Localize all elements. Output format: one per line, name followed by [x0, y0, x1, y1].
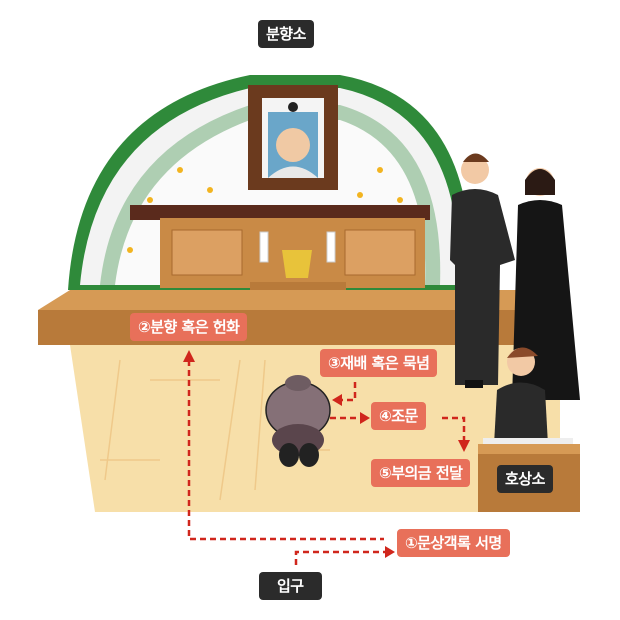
step-1-guestbook-label: ①문상객록 서명	[397, 529, 510, 557]
altar-platform	[38, 290, 530, 310]
step-4-condolence-label: ④조문	[371, 402, 426, 430]
bowing-mourner	[265, 375, 331, 467]
entrance-label: 입구	[259, 572, 322, 600]
reception-label: 호상소	[497, 465, 553, 493]
floor-lines	[100, 359, 330, 501]
step-5-donation-label: ⑤부의금 전달	[371, 459, 471, 487]
memorial-altar-label: 분향소	[258, 20, 314, 48]
arrow-heads	[183, 350, 470, 558]
step-3-bow-label: ③재배 혹은 묵념	[320, 349, 438, 377]
portrait-frame	[248, 85, 338, 190]
step-2-incense-label: ②분향 혹은 헌화	[130, 313, 248, 341]
flower-altar	[68, 75, 471, 290]
route-arrows	[187, 360, 466, 565]
